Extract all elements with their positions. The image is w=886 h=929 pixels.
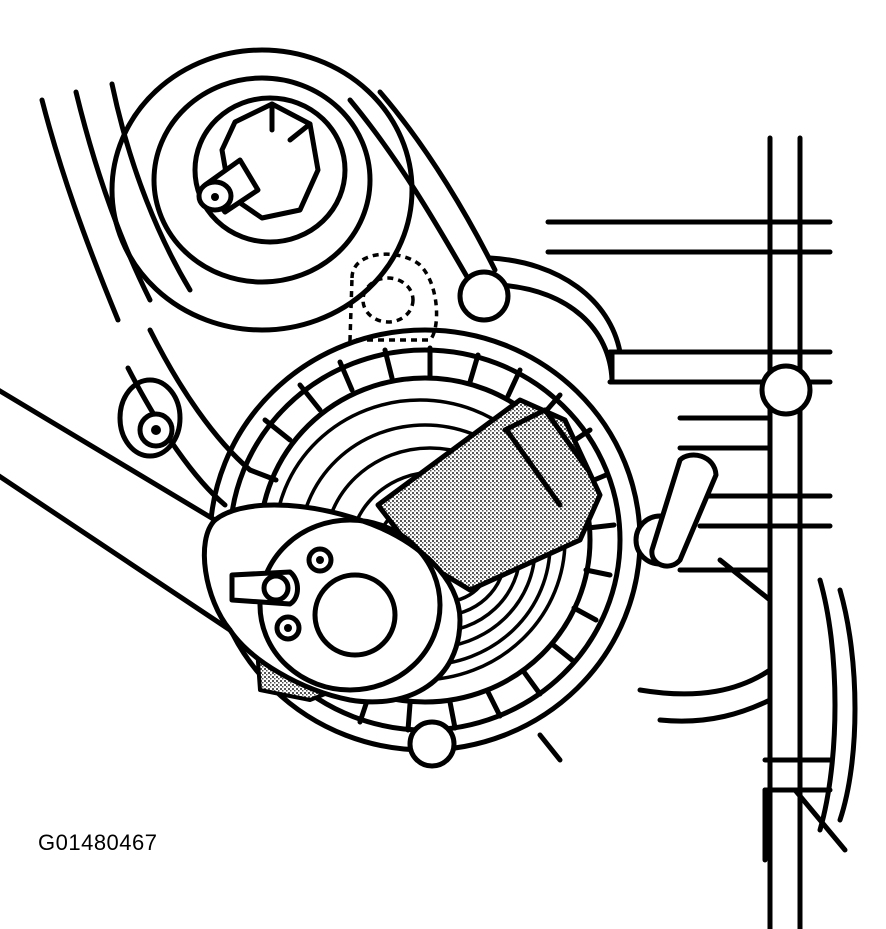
upper-pulley xyxy=(109,47,415,333)
left-idler xyxy=(117,377,183,459)
ratchet-wrench xyxy=(0,388,463,705)
hidden-bolt-dashed xyxy=(348,252,439,342)
mounting-studs xyxy=(407,269,813,769)
drive-belt xyxy=(39,81,498,508)
pulley-bolt xyxy=(196,101,321,221)
engine-block-housing xyxy=(487,135,858,929)
figure-id-label: G01480467 xyxy=(38,830,158,855)
